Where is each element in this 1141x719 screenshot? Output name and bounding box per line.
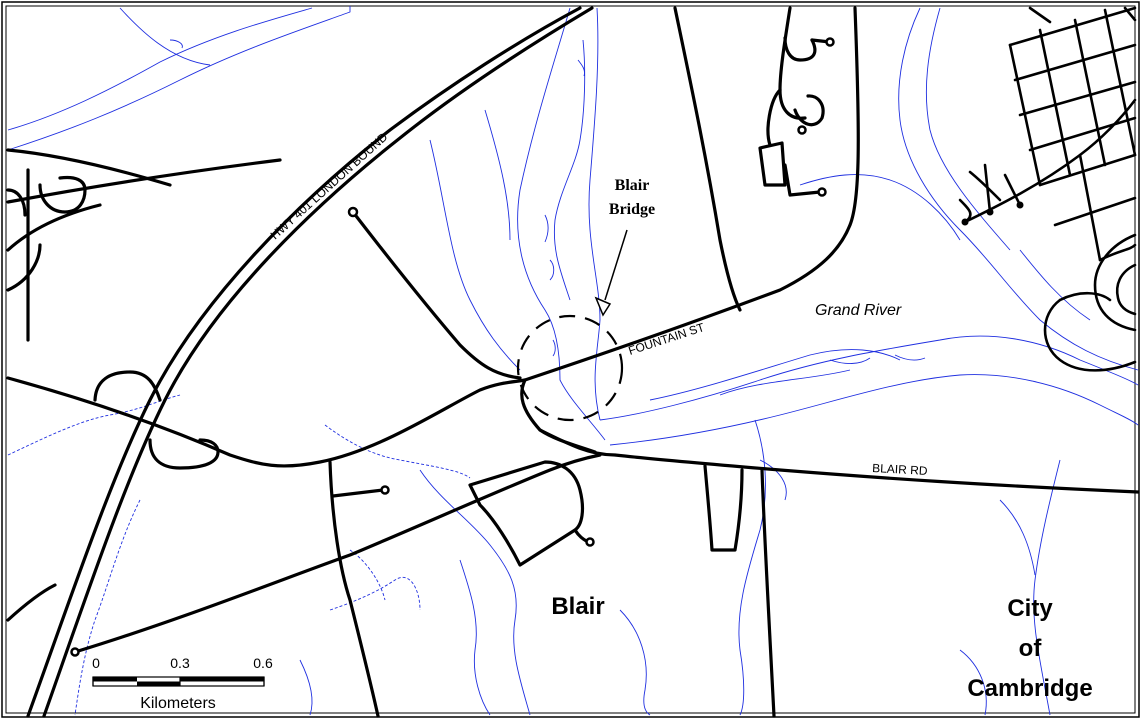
place-blair-label: Blair <box>551 593 604 620</box>
hwy401-westbound-line <box>26 6 582 718</box>
river-channel-east <box>898 7 1139 371</box>
blair-loop <box>468 460 585 567</box>
bridge-pointer-arrow <box>604 229 628 301</box>
river-channel-north-east-bank <box>588 7 601 421</box>
scale-tick-06: 0.6 <box>253 655 273 671</box>
river-channel-north-west-bank <box>517 7 606 441</box>
scale-bar: 0 0.3 0.6 Kilometers <box>92 655 273 712</box>
bridge-highlight <box>516 229 628 422</box>
scale-segment-3 <box>180 677 264 682</box>
city-grid <box>958 6 1137 372</box>
scale-unit-label: Kilometers <box>140 695 216 712</box>
bridge-dashed-circle <box>516 314 624 422</box>
scale-segment-2 <box>137 681 180 686</box>
bridge-pointer-arrowhead <box>594 296 612 317</box>
map-border-inner <box>5 5 1136 714</box>
hwy401-label: HWY 401 LONDON BOUND <box>268 130 391 243</box>
place-city-line3: Cambridge <box>967 675 1092 702</box>
scale-tick-03: 0.3 <box>170 655 190 671</box>
bridge-label-line1: Blair <box>615 177 650 194</box>
road-west-arterial <box>6 376 527 468</box>
grand-river-label: Grand River <box>815 302 902 319</box>
interchange-ramp-south <box>148 438 220 470</box>
fountain-st <box>523 6 860 382</box>
creek-south-central <box>738 419 766 716</box>
road-network <box>6 6 1140 718</box>
place-city-line2: of <box>1019 635 1043 662</box>
place-city-line1: City <box>1007 595 1053 622</box>
grand-river-south-bank <box>609 374 1139 446</box>
creek-south-east <box>1033 459 1061 716</box>
bridge-label-line2: Bridge <box>609 201 655 218</box>
scale-segment-1 <box>93 677 137 682</box>
bridge-connector <box>520 378 597 454</box>
fountain-st-label: FOUNTAIN ST <box>627 320 707 358</box>
creek-blair <box>419 469 531 716</box>
river-channel-northwest-bank <box>7 7 313 131</box>
blair-rd-label: BLAIR RD <box>872 461 928 478</box>
interchange-ramp-north <box>93 370 162 402</box>
water-features <box>7 6 1139 716</box>
blair-rd <box>538 428 1140 494</box>
river-channel-northwest <box>7 6 351 151</box>
road-northwest-diagonal <box>351 210 522 380</box>
hwy401-eastbound-line <box>42 6 594 718</box>
grand-river-north-bank <box>599 335 1139 421</box>
scale-tick-0: 0 <box>92 655 100 671</box>
